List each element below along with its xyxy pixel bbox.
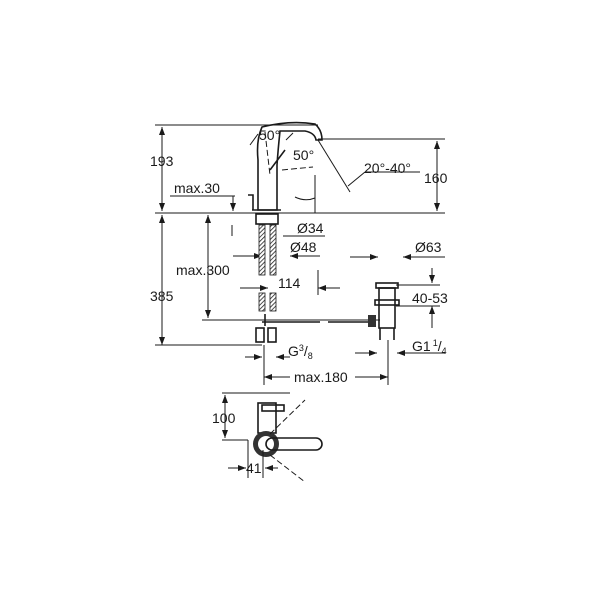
label-40-53: 40-53 [412, 290, 448, 306]
label-385: 385 [150, 288, 174, 304]
label-114: 114 [278, 275, 301, 291]
label-41: 41 [246, 460, 262, 476]
label-d34: Ø34 [297, 220, 324, 236]
label-100: 100 [212, 410, 236, 426]
faucet-side-view [155, 121, 445, 214]
dimension-lines [155, 127, 445, 385]
label-160: 160 [424, 170, 448, 186]
label-d63: Ø63 [415, 239, 442, 255]
waste-valve [368, 282, 400, 340]
label-max180: max.180 [294, 369, 348, 385]
label-193: 193 [150, 153, 174, 169]
label-angle-50-top: 50° [259, 127, 280, 143]
label-max300: max.300 [176, 262, 230, 278]
label-angle-50-side: 50° [293, 147, 314, 163]
dimension-labels: 193 160 max.30 50° 50° 20°-40° Ø34 Ø48 m… [150, 127, 448, 476]
label-swivel: 20°-40° [364, 160, 411, 176]
label-g38: G3/8 [288, 343, 313, 361]
label-d48: Ø48 [290, 239, 317, 255]
hose-and-mounting [255, 213, 279, 343]
label-max30: max.30 [174, 180, 220, 196]
faucet-top-view [222, 392, 323, 483]
